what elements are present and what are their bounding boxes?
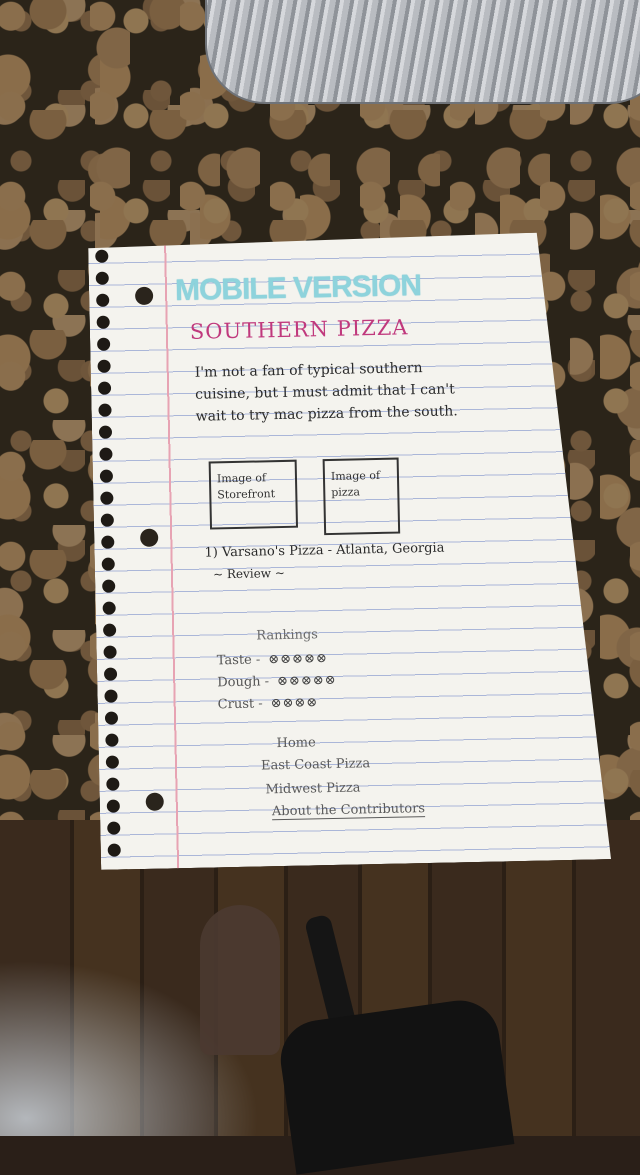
spiral-hole	[105, 711, 118, 724]
image-placeholder-label: Image of Storefront	[216, 471, 276, 502]
binder-hole	[140, 529, 158, 547]
rankings-heading: Rankings	[256, 627, 319, 644]
page-title: MOBILE VERSION	[174, 269, 422, 308]
ranking-label: Dough -	[217, 674, 270, 691]
foil-tray	[205, 0, 640, 104]
spiral-hole	[101, 536, 114, 549]
nav-east-coast: East Coast Pizza	[260, 756, 371, 774]
spiral-hole	[100, 492, 113, 505]
spiral-hole	[103, 602, 116, 615]
spiral-hole	[104, 689, 117, 702]
spiral-hole	[100, 470, 113, 483]
spiral-hole	[104, 667, 117, 680]
review-heading: 1) Varsano's Pizza - Atlanta, Georgia	[204, 540, 445, 561]
spiral-hole	[103, 623, 116, 636]
page-subtitle: SOUTHERN PIZZA	[189, 315, 409, 344]
rating-icons: ⊗⊗⊗⊗⊗	[276, 672, 337, 690]
image-placeholder-label: Image of pizza	[330, 468, 381, 499]
intro-paragraph: I'm not a fan of typical southern cuisin…	[194, 360, 458, 425]
spiral-hole	[97, 360, 110, 373]
spiral-hole	[105, 733, 118, 746]
spiral-hole	[106, 755, 119, 768]
ranking-label: Crust -	[217, 696, 263, 713]
spiral-hole	[102, 580, 115, 593]
spiral-hole	[103, 645, 116, 658]
spiral-hole	[98, 382, 111, 395]
rating-icons: ⊗⊗⊗⊗	[270, 695, 319, 712]
binder-hole	[146, 793, 164, 811]
review-subheading: ~ Review ~	[212, 565, 285, 582]
spiral-hole	[102, 558, 115, 571]
notebook-paper-sketch: MOBILE VERSION SOUTHERN PIZZA I'm not a …	[88, 231, 611, 870]
nav-midwest: Midwest Pizza	[265, 780, 361, 798]
ranking-row-crust: Crust - ⊗⊗⊗⊗	[218, 695, 319, 712]
spiral-hole	[106, 777, 119, 790]
cast-iron-pan	[275, 995, 515, 1175]
nav-about: About the Contributors	[271, 801, 426, 820]
spiral-hole	[98, 404, 111, 417]
foot	[200, 905, 280, 1055]
binder-hole	[135, 287, 153, 305]
spiral-hole	[95, 250, 108, 263]
ranking-row-dough: Dough - ⊗⊗⊗⊗⊗	[217, 673, 337, 690]
storefront-image-placeholder: Image of Storefront	[209, 460, 298, 530]
nav-home: Home	[276, 735, 316, 752]
spiral-hole	[97, 316, 110, 329]
spiral-hole	[96, 272, 109, 285]
spiral-hole	[107, 821, 120, 834]
pizza-image-placeholder: Image of pizza	[323, 458, 401, 536]
ranking-label: Taste -	[216, 652, 261, 669]
rating-icons: ⊗⊗⊗⊗⊗	[268, 651, 328, 668]
spiral-hole	[101, 514, 114, 527]
spiral-hole	[97, 338, 110, 351]
spiral-hole	[99, 426, 112, 439]
spiral-hole	[108, 843, 121, 856]
spiral-hole	[99, 448, 112, 461]
spiral-hole	[96, 294, 109, 307]
ranking-row-taste: Taste - ⊗⊗⊗⊗⊗	[217, 651, 328, 668]
spiral-hole	[107, 799, 120, 812]
